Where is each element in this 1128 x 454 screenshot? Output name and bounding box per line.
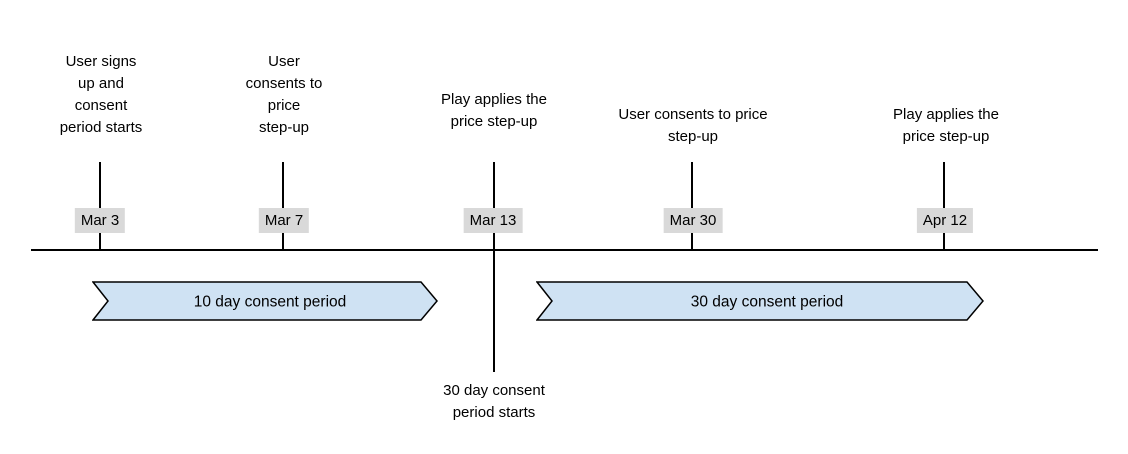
milestone-tick-mar-30 <box>691 162 693 250</box>
milestone-date-chip-mar-30: Mar 30 <box>663 208 723 233</box>
milestone-tick-extension-mar-13 <box>493 251 495 372</box>
consent-period-arrow-30-day: 30 day consent period <box>536 281 984 321</box>
milestone-date-chip-mar-13: Mar 13 <box>463 208 523 233</box>
milestone-label-mar-3: User signs up and consent period starts <box>59 53 143 136</box>
milestone-tick-apr-12 <box>943 162 945 250</box>
milestone-date-chip-mar-3: Mar 3 <box>74 208 126 233</box>
period-arrow-shape <box>536 281 984 321</box>
below-axis-note: 30 day consent period starts <box>443 382 545 421</box>
milestone-tick-mar-7 <box>282 162 284 250</box>
milestone-date-chip-mar-7: Mar 7 <box>258 208 310 233</box>
period-arrow-shape <box>92 281 438 321</box>
milestone-tick-mar-3 <box>99 162 101 250</box>
consent-period-arrow-10-day: 10 day consent period <box>92 281 438 321</box>
milestone-label-apr-12: Play applies the price step-up <box>893 106 999 145</box>
timeline-axis-line <box>31 249 1098 251</box>
milestone-date-chip-apr-12: Apr 12 <box>916 208 974 233</box>
milestone-label-mar-7: User consents to price step-up <box>245 53 323 136</box>
period-arrow-label: 30 day consent period <box>691 294 844 311</box>
milestone-label-mar-30: User consents to price step-up <box>618 106 768 145</box>
milestone-tick-mar-13 <box>493 162 495 250</box>
milestone-label-mar-13: Play applies the price step-up <box>441 91 547 130</box>
period-arrow-label: 10 day consent period <box>194 294 347 311</box>
